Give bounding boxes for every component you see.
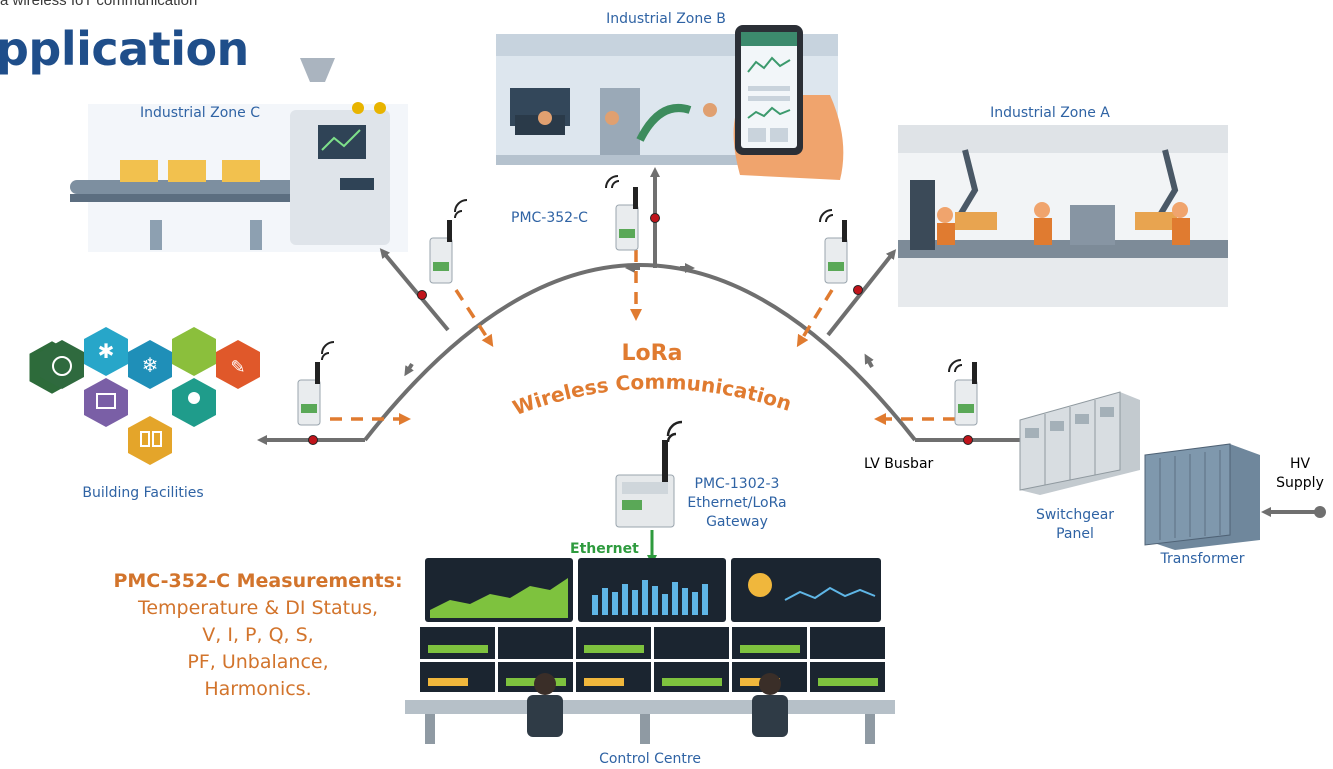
zone-a-label: Industrial Zone A [990, 105, 1110, 121]
measurements-line-4: Harmonics. [204, 678, 312, 700]
lora-label: LoRa [622, 341, 683, 366]
zone-b-illustration [496, 25, 844, 180]
control-centre-label: Control Centre [599, 751, 701, 767]
gateway-device [615, 420, 683, 528]
gateway-word: Gateway [706, 514, 768, 530]
branch-zone-c [379, 248, 450, 332]
page-title: pplication [0, 22, 249, 76]
switchgear-label: Switchgear Panel [1020, 506, 1130, 544]
measurements-title: PMC-352-C Measurements: [113, 570, 403, 592]
hv-supply-label: HV Supply [1270, 455, 1330, 493]
switchgear-line-2: Panel [1056, 526, 1094, 542]
gateway-label: PMC-1302-3 Ethernet/LoRa Gateway [672, 475, 802, 532]
zone-c-illustration [70, 58, 408, 252]
svg-text:✎: ✎ [230, 357, 245, 378]
switchgear-illustration [1019, 391, 1140, 495]
measurements-block: PMC-352-C Measurements: Temperature & DI… [108, 568, 408, 703]
zone-a-illustration [898, 125, 1228, 307]
meter-device-zone-b [605, 175, 639, 251]
measurements-line-2: V, I, P, Q, S, [202, 624, 314, 646]
transformer-illustration [1144, 443, 1260, 550]
building-facilities-hexagons: ✱ ❄ ✎ [29, 327, 260, 465]
page-subtitle: a wireless IoT communication [0, 0, 198, 9]
meter-device-building [297, 341, 335, 426]
branch-building [257, 435, 365, 445]
zone-c-label: Industrial Zone C [140, 105, 260, 121]
lv-busbar-line [915, 435, 1025, 445]
meter-device-zone-c [429, 199, 468, 284]
lv-busbar-label: LV Busbar [864, 456, 934, 472]
wireless-signal-arrows [330, 250, 955, 425]
zone-b-label: Industrial Zone B [606, 11, 726, 27]
power-distribution-arc [363, 263, 917, 442]
hv-supply-line [1261, 506, 1326, 518]
meter-model-label: PMC-352-C [511, 210, 588, 226]
building-facilities-label: Building Facilities [82, 485, 204, 501]
gateway-type: Ethernet/LoRa [687, 495, 787, 511]
meter-device-busbar [948, 359, 978, 426]
meter-device-zone-a [819, 209, 848, 284]
svg-text:❄: ❄ [142, 353, 159, 377]
branch-zone-a [826, 249, 897, 337]
ethernet-label: Ethernet [570, 541, 639, 557]
transformer-label: Transformer [1160, 551, 1245, 567]
gateway-model: PMC-1302-3 [694, 476, 780, 492]
control-centre-illustration [405, 558, 895, 744]
switchgear-line-1: Switchgear [1035, 507, 1115, 523]
hv-supply-line-1: HV [1289, 456, 1311, 472]
branch-zone-b [650, 167, 660, 268]
hv-supply-line-2: Supply [1276, 475, 1324, 491]
svg-text:✱: ✱ [98, 339, 115, 363]
measurements-line-1: Temperature & DI Status, [137, 597, 379, 619]
measurements-line-3: PF, Unbalance, [187, 651, 329, 673]
wireless-communication-label: Wireless Communication [510, 370, 795, 420]
